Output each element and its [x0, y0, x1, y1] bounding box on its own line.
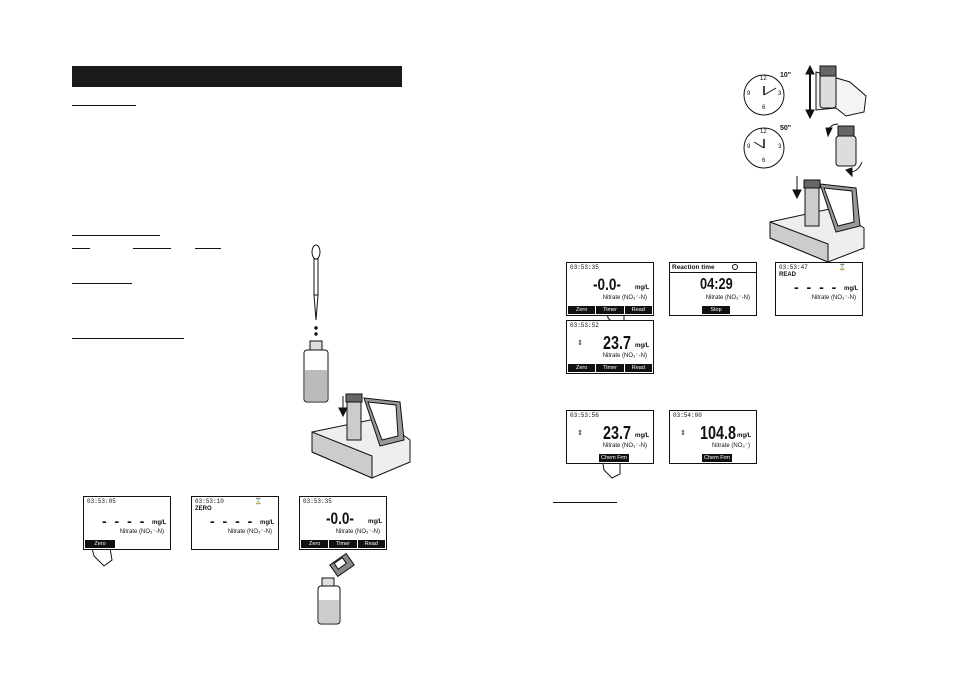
lcd-time: 03:53:05: [87, 498, 116, 505]
clock-10s-illustration: [743, 74, 785, 116]
lcd-parameter: Nitrate (NO₃⁻-N): [602, 353, 647, 359]
lcd-screen-1: 03:53:05 - - - - mg/L Nitrate (NO₃⁻-N) Z…: [83, 496, 171, 550]
lcd-softkeys: Zero Timer Read: [568, 306, 652, 314]
lcd-time: 03:53:52: [570, 322, 599, 329]
lcd-reading: 23.7: [603, 423, 632, 443]
heading-underline-3a: [72, 248, 90, 249]
lcd-unit: mg/L: [737, 433, 752, 439]
meter-illustration-left: [311, 393, 411, 479]
lcd-dashes: - - - -: [210, 513, 255, 529]
softkey-zero[interactable]: Zero: [85, 540, 115, 548]
clock2-numeral-6: 6: [762, 158, 766, 164]
lcd-parameter: Nitrate (NO₃⁻): [712, 443, 750, 449]
lcd-time: 03:53:10: [195, 498, 224, 505]
softkey-chem-frm[interactable]: Chem Frm: [599, 454, 629, 462]
lcd-time: 03:54:00: [673, 412, 702, 419]
lcd-softkeys: Zero: [85, 540, 169, 548]
lcd-time: 03:53:35: [570, 264, 599, 271]
lcd-separator: [670, 272, 756, 273]
softkey-chem-frm[interactable]: Chem Frm: [702, 454, 732, 462]
hourglass-icon: ⌛: [838, 265, 846, 271]
lcd-screen-7: 03:53:52 ⇕ 23.7 mg/L Nitrate (NO₃⁻-N) Ze…: [566, 320, 654, 374]
softkey-read[interactable]: Read: [624, 364, 652, 372]
lcd-screen-4: 03:53:35 -0.0- mg/L Nitrate (NO₃⁻-N) Zer…: [566, 262, 654, 316]
lcd-reading: 104.8: [700, 423, 737, 443]
lcd-time: 03:53:56: [570, 412, 599, 419]
lcd-parameter: Nitrate (NO₃⁻-N): [602, 295, 647, 301]
lcd-reading: 23.7: [603, 333, 632, 353]
meter-illustration-right: [769, 176, 865, 263]
softkey-stop[interactable]: Stop: [702, 306, 730, 314]
lcd-screen-9: 03:54:00 ⇕ 104.8 mg/L Nitrate (NO₃⁻) Che…: [669, 410, 757, 464]
lcd-screen-3: 03:53:35 -0.0- mg/L Nitrate (NO₃⁻-N) Zer…: [299, 496, 387, 550]
pour-vial-illustration: [317, 552, 355, 625]
clock2-label: 50": [780, 125, 792, 132]
lcd-screen-5: Reaction time 04:29 Nitrate (NO₃⁻-N) Sto…: [669, 262, 757, 316]
clock2-numeral-12: 12: [760, 129, 767, 135]
lcd-reaction-title: Reaction time: [672, 264, 715, 271]
lcd-screen-8: 03:53:56 ⇕ 23.7 mg/L Nitrate (NO₃⁻-N) Ch…: [566, 410, 654, 464]
lcd-status-tag: ZERO: [195, 506, 212, 512]
lcd-parameter: Nitrate (NO₃⁻-N): [602, 443, 647, 449]
softkey-read[interactable]: Read: [357, 540, 385, 548]
clock1-numeral-6: 6: [762, 105, 766, 111]
clock-icon: [732, 264, 738, 270]
clock2-numeral-9: 9: [747, 144, 751, 150]
hourglass-icon: ⌛: [254, 499, 262, 505]
lcd-parameter: Nitrate (NO₃⁻-N): [335, 529, 380, 535]
clock1-numeral-3: 3: [778, 91, 782, 97]
clock1-label: 10": [780, 72, 792, 79]
shake-vial-illustration: [805, 64, 867, 120]
heading-underline-5: [72, 338, 184, 339]
softkey-empty: [116, 540, 169, 548]
clock1-numeral-12: 12: [760, 76, 767, 82]
pipette-illustration: [303, 244, 329, 403]
lcd-softkeys: Zero Timer Read: [301, 540, 385, 548]
stability-arrow-icon: ⇕: [577, 430, 583, 437]
lcd-unit: mg/L: [368, 519, 383, 525]
lcd-unit: mg/L: [260, 520, 275, 526]
heading-underline-3b: [133, 248, 171, 249]
lcd-softkeys: Zero Timer Read: [568, 364, 652, 372]
lcd-unit: mg/L: [635, 285, 650, 291]
clock2-numeral-3: 3: [778, 144, 782, 150]
softkey-read[interactable]: Read: [624, 306, 652, 314]
invert-vial-illustration: [825, 123, 863, 178]
lcd-unit: mg/L: [635, 433, 650, 439]
lcd-parameter: Nitrate (NO₃⁻-N): [227, 529, 272, 535]
lcd-screen-6: 03:53:47 ⌛ READ - - - - mg/L Nitrate (NO…: [775, 262, 863, 316]
softkey-zero[interactable]: Zero: [568, 364, 596, 372]
lcd-unit: mg/L: [844, 286, 859, 292]
lcd-unit: mg/L: [635, 343, 650, 349]
softkey-timer[interactable]: Timer: [596, 364, 624, 372]
clock1-numeral-9: 9: [747, 91, 751, 97]
section-header-bar: [72, 66, 402, 87]
clock-50s-illustration: [743, 127, 785, 169]
lcd-parameter: Nitrate (NO₃⁻-N): [705, 295, 750, 301]
softkey-timer[interactable]: Timer: [596, 306, 624, 314]
lcd-reading: -0.0-: [326, 509, 354, 528]
softkey-zero[interactable]: Zero: [301, 540, 329, 548]
stability-arrow-icon: ⇕: [680, 430, 686, 437]
lcd-dashes: - - - -: [102, 513, 147, 529]
lcd-unit: mg/L: [152, 520, 167, 526]
lcd-parameter: Nitrate (NO₃⁻-N): [811, 295, 856, 301]
lcd-dashes: - - - -: [794, 279, 839, 295]
lcd-time: 03:53:47: [779, 264, 808, 271]
lcd-screen-2: 03:53:10 ⌛ ZERO - - - - mg/L Nitrate (NO…: [191, 496, 279, 550]
softkey-timer[interactable]: Timer: [329, 540, 357, 548]
heading-underline-2: [72, 235, 160, 236]
softkey-zero[interactable]: Zero: [568, 306, 596, 314]
stability-arrow-icon: ⇕: [577, 340, 583, 347]
lcd-status-tag: READ: [779, 272, 797, 278]
heading-underline-1: [72, 105, 136, 106]
heading-underline-3c: [195, 248, 221, 249]
lcd-countdown: 04:29: [700, 276, 733, 293]
lcd-reading: -0.0-: [593, 275, 621, 294]
lcd-time: 03:53:35: [303, 498, 332, 505]
heading-underline-4: [72, 283, 132, 284]
lcd-parameter: Nitrate (NO₃⁻-N): [119, 529, 164, 535]
heading-underline-6: [553, 502, 617, 503]
